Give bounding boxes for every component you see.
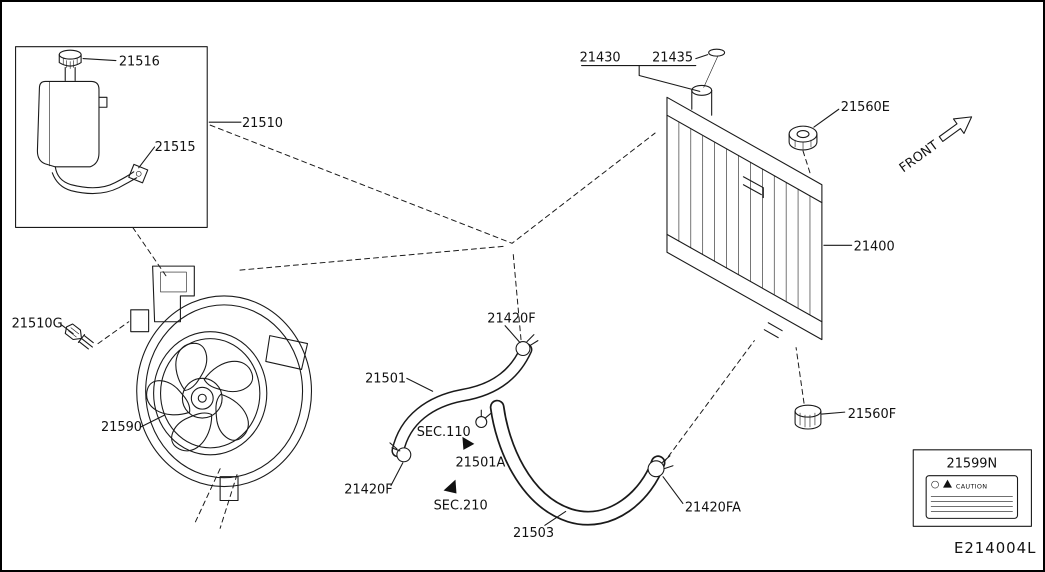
fan-shroud-drawing [130,265,313,502]
callout-21501a: 21501A [455,456,505,471]
hose-clamp-lower-left-drawing [389,442,412,463]
sec110-arrow-icon [462,436,475,450]
front-label: FRONT [897,138,942,176]
reservoir-inset-box [15,46,208,228]
cap-packing-drawing [708,48,726,57]
reservoir-cap-drawing [58,49,82,81]
front-indicator: FRONT [897,116,973,176]
cap-packing-line [703,56,718,88]
part-callouts: 21516 21510 21515 21510G 21590 21430 214… [12,51,897,542]
callout-21501: 21501 [365,371,406,386]
upper-hose-drawing [391,343,533,458]
lower-hose-drawing [489,399,666,526]
caution-label-callout: 21599N CAUTION [912,449,1032,527]
sec210-arrow-icon [443,479,457,494]
side-nipple [742,176,764,199]
callout-21435: 21435 [652,51,693,66]
warning-triangle-icon [943,479,952,488]
projection-lines [97,124,811,529]
callout-21420f-upper: 21420F [487,312,535,327]
callout-21503: 21503 [513,526,554,541]
callout-21515: 21515 [155,140,196,155]
hose-clamp-upper-drawing [515,334,539,357]
drain-nipple [763,322,783,339]
filler-neck [691,84,713,116]
hose-clamp-a-drawing [475,409,492,429]
shroud-brackets [130,265,309,502]
drawing-code: E214004L [954,539,1036,557]
bolt-icon [64,323,94,350]
callout-21420f-lower: 21420F [344,483,392,498]
callout-21516: 21516 [119,55,160,70]
lower-mount-drawing [794,404,822,430]
callout-21510: 21510 [242,116,283,131]
reservoir-hose-drawing [51,163,149,195]
callout-21560f: 21560F [848,407,896,422]
callout-21430: 21430 [580,51,621,66]
hose-clamp-lower-right-drawing [647,455,674,478]
callout-21510g: 21510G [12,317,63,332]
callout-sec110: SEC.110 [417,425,471,440]
leader-lines [60,54,853,526]
radiator-drawing [666,84,823,341]
callout-21420fa: 21420FA [685,500,741,515]
callout-sec210: SEC.210 [434,498,488,513]
callout-21560e: 21560E [841,100,890,115]
callout-21400: 21400 [854,239,895,254]
front-arrow-icon [938,116,973,142]
caution-word: CAUTION [956,483,987,491]
upper-mount-drawing [788,125,818,151]
callout-21590: 21590 [101,420,142,435]
callout-21599n: 21599N [947,457,998,472]
reservoir-tank-drawing [36,80,108,168]
